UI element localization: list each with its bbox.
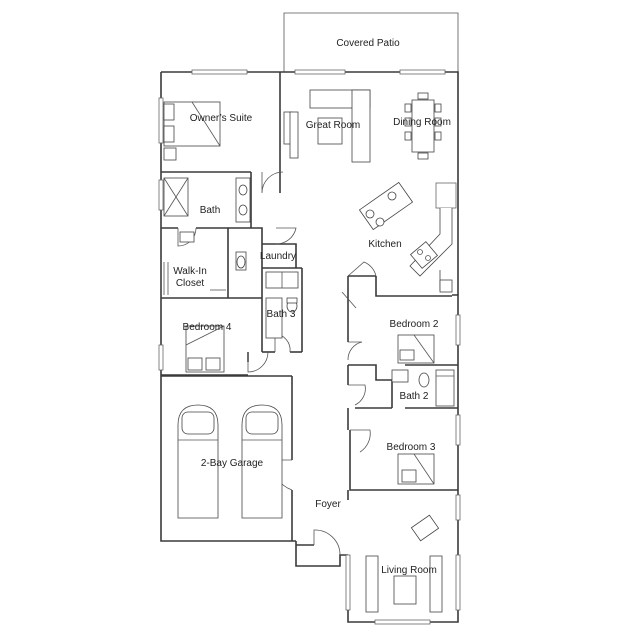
kitchen-counters — [409, 208, 453, 293]
label-walk-in-closet-line1: Walk-In — [173, 266, 207, 277]
dining-table — [404, 92, 442, 160]
label-two-bay-garage: 2-Bay Garage — [201, 458, 264, 469]
room-labels: Covered Patio Owner’s Suite Great Room D… — [173, 38, 451, 576]
label-foyer: Foyer — [315, 499, 341, 510]
label-covered-patio: Covered Patio — [336, 38, 400, 49]
master-bath-fixtures — [163, 177, 251, 271]
bath-2-fixtures — [391, 369, 455, 407]
living-room-furniture — [365, 514, 443, 613]
bedroom-3-bed — [397, 453, 435, 485]
label-bedroom-3: Bedroom 3 — [387, 442, 436, 453]
bath-3-fixtures — [265, 297, 298, 339]
kitchen-island — [358, 181, 414, 231]
laundry-appliances — [265, 271, 299, 289]
label-bath-3: Bath 3 — [267, 309, 296, 320]
interior-walls — [161, 72, 458, 546]
label-bedroom-2: Bedroom 2 — [390, 319, 439, 330]
label-bath: Bath — [200, 205, 221, 216]
covered-patio — [283, 12, 459, 72]
owners-suite-bed — [163, 101, 221, 161]
label-walk-in-closet-line2: Closet — [176, 278, 205, 289]
label-dining-room: Dining Room — [393, 117, 451, 128]
label-bath-2: Bath 2 — [400, 391, 429, 402]
bedroom-4-bed — [185, 325, 225, 373]
label-kitchen: Kitchen — [368, 239, 401, 250]
garage-car-left — [177, 404, 219, 519]
bedroom-2-bed — [397, 334, 435, 364]
windows — [158, 69, 461, 625]
label-great-room: Great Room — [306, 120, 360, 131]
label-owners-suite: Owner’s Suite — [190, 113, 253, 124]
closet-shelving — [163, 262, 226, 295]
label-living-room: Living Room — [381, 565, 437, 576]
label-bedroom-4: Bedroom 4 — [183, 322, 232, 333]
garage-car-right — [241, 404, 283, 519]
great-room-furniture — [283, 89, 371, 163]
label-laundry: Laundry — [260, 251, 296, 262]
